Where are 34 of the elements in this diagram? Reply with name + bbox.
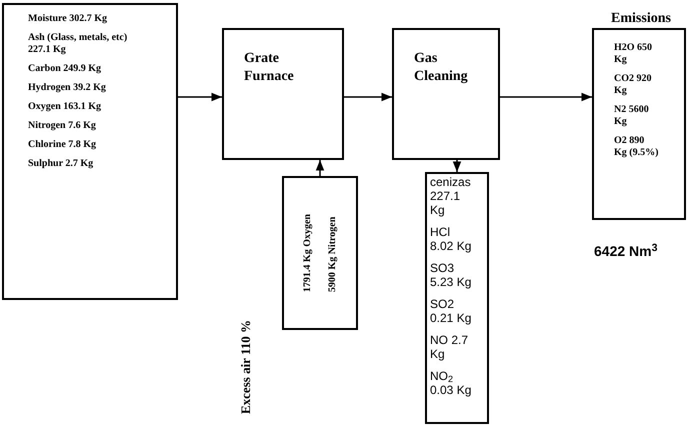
input-box bbox=[2, 3, 178, 300]
heading: Emissions bbox=[611, 11, 671, 26]
process-label: Grate Furnace bbox=[244, 50, 295, 86]
air-text: 5900 Kg Nitrogen bbox=[326, 216, 338, 292]
composition-text: Oxygen 163.1 Kg bbox=[28, 101, 102, 113]
residue-text: SO3 5.23 Kg bbox=[430, 261, 472, 289]
composition-text: Ash (Glass, metals, etc) 227.1 Kg bbox=[28, 32, 128, 56]
arrow bbox=[178, 92, 222, 102]
composition-text: Nitrogen 7.6 Kg bbox=[28, 120, 97, 132]
process-box bbox=[392, 28, 500, 160]
residue-text: NO$_{2}$ 0.03 Kg bbox=[430, 369, 472, 397]
emission-text: CO2 920 Kg bbox=[614, 73, 652, 97]
process-label: Gas Cleaning bbox=[414, 50, 469, 86]
residue-text: HCl 8.02 Kg bbox=[430, 225, 472, 253]
arrow bbox=[316, 160, 324, 176]
composition-text: Hydrogen 39.2 Kg bbox=[28, 82, 107, 94]
composition-text: Moisture 302.7 Kg bbox=[28, 13, 108, 25]
process-box bbox=[222, 28, 344, 160]
emission-text: O2 890 Kg (9.5%) bbox=[614, 135, 659, 159]
excess-air-label: Excess air 110 % bbox=[238, 320, 253, 414]
arrow bbox=[344, 92, 392, 102]
emission-text: N2 5600 Kg bbox=[614, 104, 650, 128]
residue-text: SO2 0.21 Kg bbox=[430, 297, 472, 325]
volume-label: 6422 Nm$^{3}$ bbox=[594, 243, 658, 259]
composition-text: Chlorine 7.8 Kg bbox=[28, 139, 98, 151]
residue-text: cenizas 227.1 Kg bbox=[430, 175, 472, 217]
emission-text: H2O 650 Kg bbox=[614, 42, 654, 66]
residue-box bbox=[425, 172, 489, 424]
arrow bbox=[500, 92, 592, 102]
residue-text: NO 2.7 Kg bbox=[430, 333, 470, 361]
arrow bbox=[452, 160, 462, 172]
composition-text: Sulphur 2.7 Kg bbox=[28, 158, 94, 170]
composition-text: Carbon 249.9 Kg bbox=[28, 63, 102, 75]
air-text: 1791.4 Kg Oxygen bbox=[302, 214, 312, 292]
